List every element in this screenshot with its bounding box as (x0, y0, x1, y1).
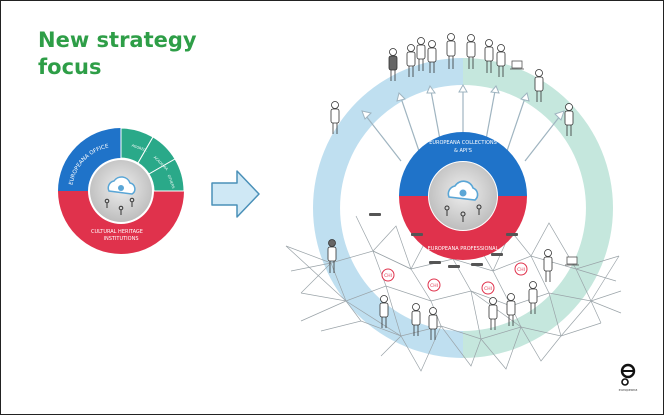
person-icon (496, 44, 506, 77)
small-wheel-side-label-3: OTHERS (167, 174, 176, 190)
person-icon (543, 249, 553, 282)
person-icon (446, 33, 456, 69)
radiating-arrows (365, 90, 561, 162)
cloud-icon (107, 176, 136, 195)
laptop-icon (510, 60, 579, 266)
person-icon (406, 44, 416, 77)
big-wheel-red-segment (399, 196, 527, 260)
europeana-logo-icon: europeana (619, 363, 638, 392)
svg-text:CHI: CHI (430, 283, 438, 289)
person-icon (427, 40, 437, 73)
small-wheel-side-label-1: AGGREG. (131, 143, 148, 152)
person-icon (534, 69, 544, 102)
ring-blue-half (313, 58, 463, 358)
person-icon (428, 307, 438, 340)
logo-caption: europeana (619, 388, 638, 392)
small-wheel-blue-segment (58, 128, 121, 191)
svg-text:CHI: CHI (517, 267, 525, 273)
chi-badge: CHI (381, 268, 395, 282)
person-icon (411, 303, 421, 336)
big-ring: EUROPEANA COLLECTIONS & API'S EUROPEANA … (285, 33, 622, 372)
chi-badge: CHI (514, 262, 528, 276)
small-wheel-green-segment-3 (148, 158, 185, 192)
title-line-2: focus (38, 55, 102, 79)
person-icon (379, 295, 389, 328)
big-wheel-people-icon (444, 204, 482, 222)
big-wheel-top-label-1: EUROPEANA COLLECTIONS (429, 140, 497, 146)
person-icon (506, 293, 516, 326)
person-icon (330, 101, 340, 134)
svg-text:CHI: CHI (384, 273, 392, 279)
person-icon (466, 34, 476, 69)
people-figures (327, 33, 574, 340)
chi-badge: CHI (481, 281, 495, 295)
chi-badge: CHI (427, 278, 441, 292)
person-icon (484, 39, 494, 73)
small-wheel-bottom-label-1: CULTURAL HERITAGE (91, 229, 143, 235)
person-icon (564, 103, 574, 136)
small-wheel-people-icon (104, 197, 135, 215)
big-wheel-top-label-2: & API'S (454, 148, 472, 154)
small-wheel-red-segment (58, 191, 184, 254)
chi-badges: CHI CHI CHI CHI (381, 262, 528, 295)
svg-text:CHI: CHI (484, 286, 492, 292)
slide-title: New strategy focus (38, 27, 197, 81)
title-line-1: New strategy (38, 28, 197, 52)
big-wheel-blue-segment (399, 132, 527, 196)
arrowheads (361, 83, 565, 121)
person-icon (528, 281, 538, 314)
person-icon (488, 297, 498, 330)
person-icon (416, 37, 426, 71)
arrow-right-icon (211, 170, 260, 218)
big-cloud-icon (447, 180, 479, 201)
network-devices (369, 213, 518, 268)
small-wheel-bottom-label-2: INSTITUTIONS (103, 236, 138, 242)
person-icon (388, 48, 398, 81)
ring-teal-half (463, 58, 613, 358)
person-icon (327, 239, 337, 273)
small-wheel: EUROPEANA OFFICE CULTURAL HERITAGE INSTI… (58, 127, 185, 254)
big-wheel-bottom-label: EUROPEANA PROFESSIONAL (428, 246, 499, 252)
